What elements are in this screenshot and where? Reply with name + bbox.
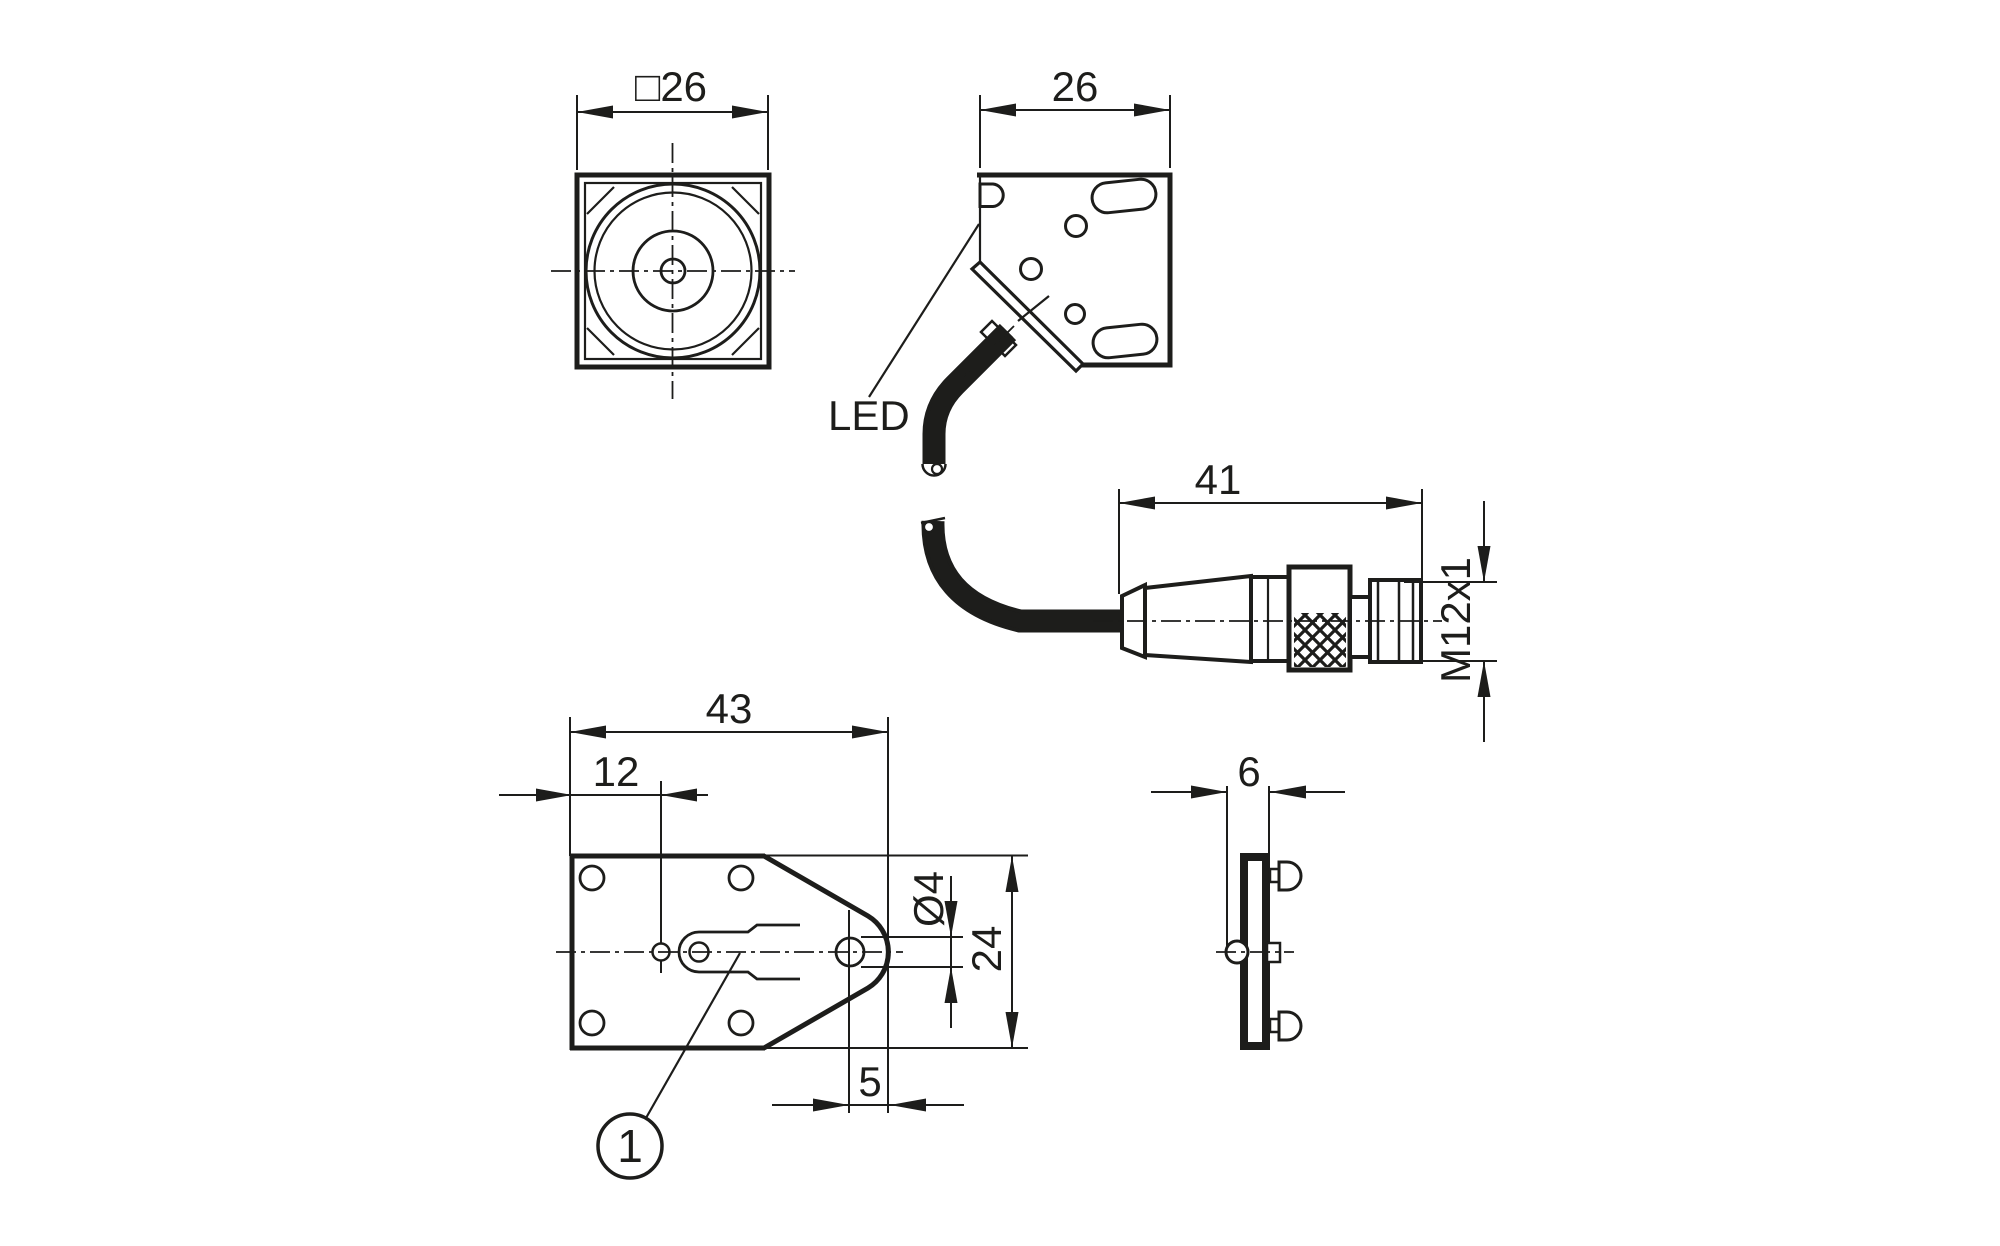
- bracket-top-view: 43 12: [499, 685, 1028, 1180]
- bracket-width-dimension: 24: [764, 854, 1028, 1049]
- arrowhead-up: [1477, 661, 1491, 697]
- arrowhead-left: [1119, 496, 1155, 510]
- led-label: LED: [828, 392, 910, 439]
- connector-length-label: 41: [1195, 456, 1242, 503]
- screw-head-top: [1277, 860, 1303, 892]
- balloon-number: 1: [617, 1120, 643, 1172]
- cable-wire-tip: [930, 462, 944, 476]
- strain-relief-cone: [1143, 573, 1253, 665]
- housing-hole: [1064, 214, 1088, 238]
- cable-exit: [921, 295, 1050, 477]
- led-window-top-right: [1090, 177, 1158, 215]
- face-corner-chamfers: [586, 186, 760, 356]
- hole-diameter-label: Ø4: [905, 871, 952, 927]
- front-width-label: □26: [635, 63, 707, 110]
- arrowhead-right: [536, 788, 572, 802]
- thickness-label: 6: [1237, 748, 1260, 795]
- cable-outer: [921, 520, 1125, 633]
- arrowhead-down: [944, 901, 958, 937]
- arrowhead-left: [661, 788, 697, 802]
- bracket-length-label: 43: [706, 685, 753, 732]
- led-window-bottom-right: [1091, 322, 1159, 360]
- corner-hole: [578, 1009, 606, 1037]
- arrowhead-up: [1005, 856, 1019, 892]
- cable-inner: [926, 326, 1014, 464]
- side-width-dimension: 26: [979, 63, 1171, 168]
- arrowhead-down: [1005, 1012, 1019, 1048]
- bracket-width-label: 24: [963, 926, 1010, 973]
- gland-ridge-line: [1017, 295, 1050, 322]
- bracket-length-dimension: 43: [569, 685, 889, 1113]
- corner-hole: [727, 864, 755, 892]
- arrowhead-left: [1270, 785, 1306, 799]
- screw-head-bottom: [1277, 1010, 1303, 1042]
- arrowhead-left: [570, 725, 606, 739]
- arrowhead-down: [1477, 546, 1491, 582]
- balloon-circle: [596, 1112, 664, 1180]
- knurl-hatching: [1294, 613, 1346, 667]
- housing-hole: [1064, 303, 1086, 325]
- connector-neck: [1348, 595, 1372, 659]
- arrowhead-left: [577, 105, 613, 119]
- balloon-leader-line: [645, 952, 741, 1119]
- connector-length-dimension: 41: [1118, 456, 1423, 594]
- corner-chamfer-face: [969, 259, 1086, 374]
- plate-profile: [1216, 853, 1303, 1050]
- balloon-callout-1: 1: [596, 952, 741, 1180]
- arrowhead-right: [852, 725, 888, 739]
- connector-view: 41: [920, 456, 1497, 742]
- arrowhead-right: [1191, 785, 1227, 799]
- side-view: 26: [828, 63, 1173, 477]
- housing-hole: [1019, 257, 1043, 281]
- arrowhead-right: [732, 105, 768, 119]
- tip-offset-dimension: 5: [772, 1058, 964, 1112]
- led-leader-line: [868, 223, 980, 398]
- thread-dimension: M12x1: [1404, 501, 1497, 742]
- slot-offset-label: 12: [593, 748, 640, 795]
- m12-connector-body: [1120, 564, 1423, 673]
- led-callout: LED: [828, 223, 980, 439]
- tip-offset-label: 5: [858, 1058, 881, 1105]
- thread-label: M12x1: [1432, 557, 1479, 683]
- bracket-side-view: 6: [1151, 748, 1345, 1050]
- led-window-left: [978, 182, 1005, 208]
- arrowhead-right: [1134, 103, 1170, 117]
- arrowhead-right: [1386, 496, 1422, 510]
- side-housing-outline: [969, 172, 1173, 374]
- front-view: □26: [551, 63, 795, 399]
- connector-cable: [920, 516, 1125, 633]
- arrowhead-left: [890, 1098, 926, 1112]
- cable-cut-end: [920, 516, 946, 525]
- side-width-label: 26: [1052, 63, 1099, 110]
- thickness-dimension: 6: [1151, 748, 1345, 947]
- front-width-dimension: □26: [576, 63, 769, 170]
- corner-hole: [727, 1009, 755, 1037]
- cable-wire-tip: [922, 520, 936, 534]
- arrowhead-up: [944, 967, 958, 1003]
- cable-end-cap: [921, 463, 947, 477]
- cable-inner: [925, 520, 1125, 629]
- connector-sleeve: [1249, 575, 1291, 663]
- arrowhead-right: [813, 1098, 849, 1112]
- corner-hole: [578, 864, 606, 892]
- hole-diameter-dimension: Ø4: [861, 871, 963, 1028]
- cable-centerline: [960, 325, 1015, 380]
- arrowhead-left: [980, 103, 1016, 117]
- led-windows: [978, 177, 1159, 360]
- slot-offset-dimension: 12: [499, 748, 708, 973]
